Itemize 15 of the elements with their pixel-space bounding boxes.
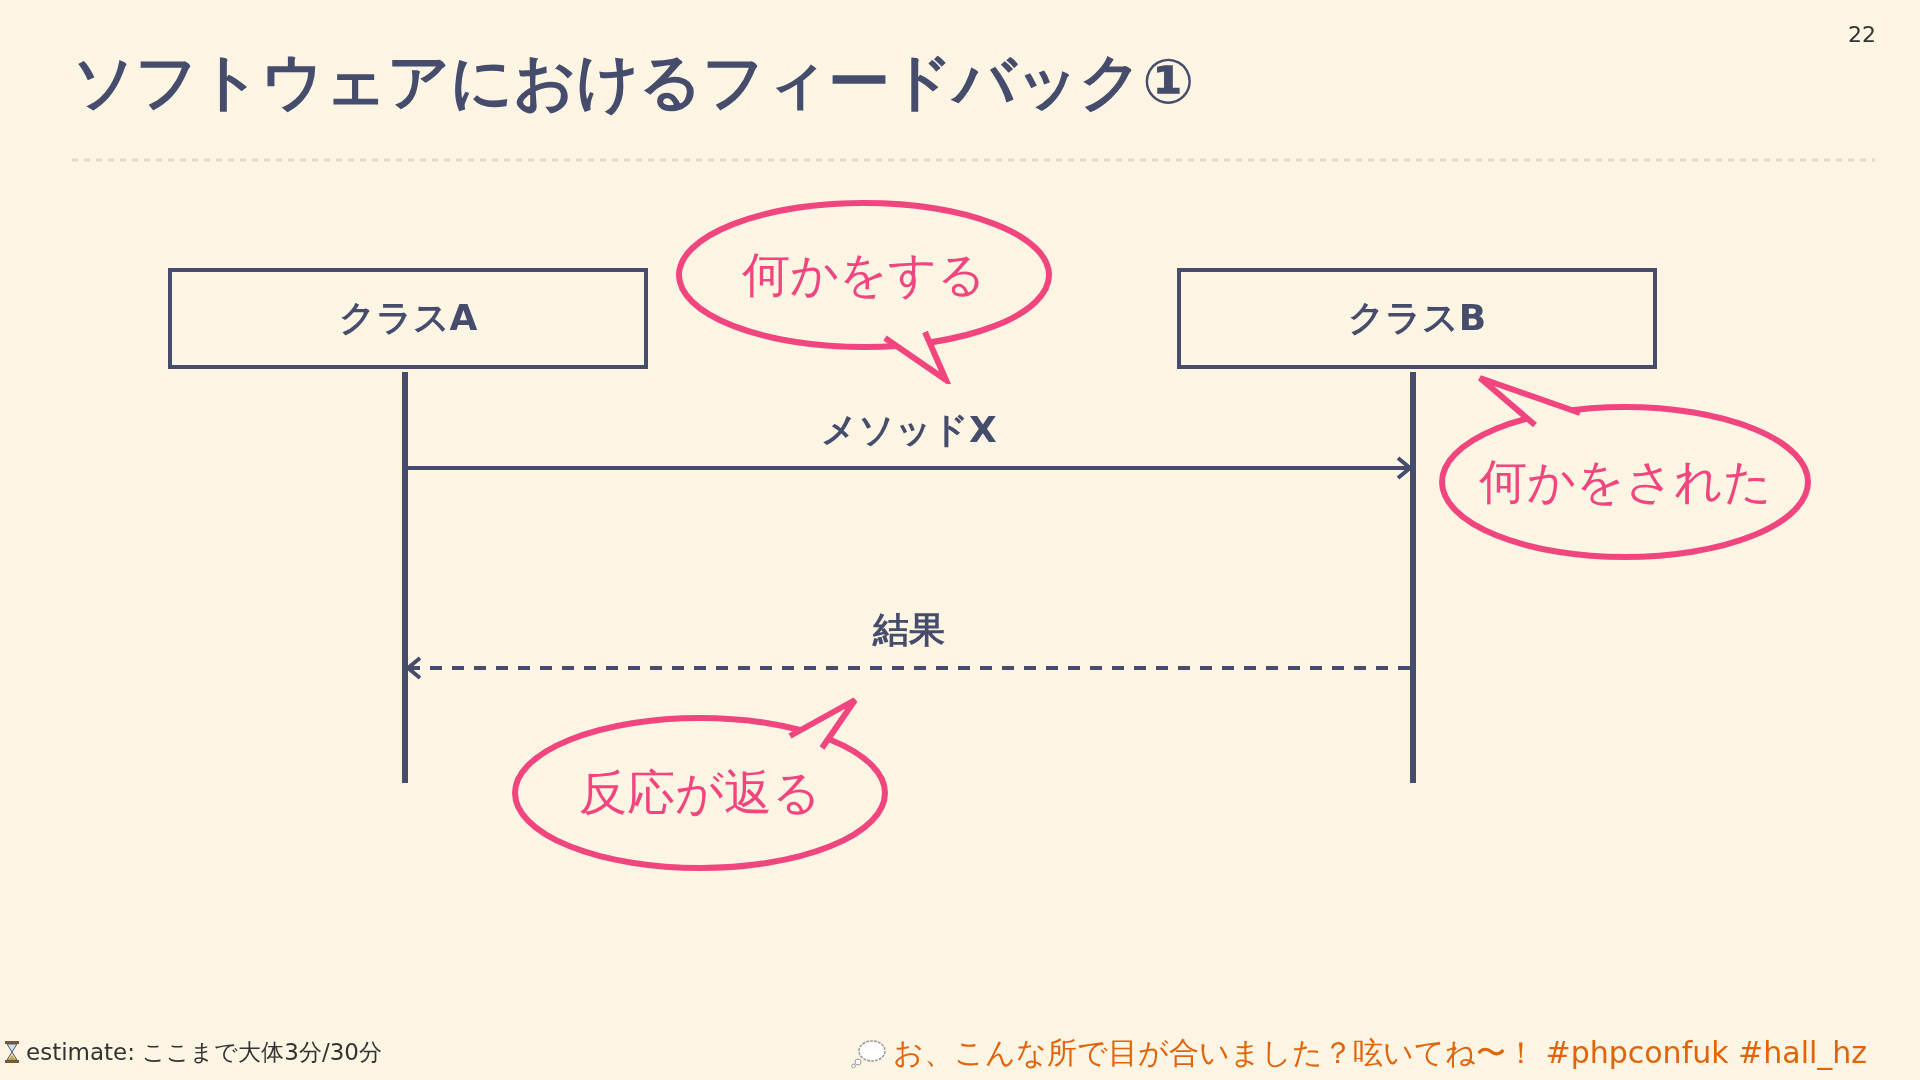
footer-text: お、こんな所で目が合いました？呟いてね〜！ #phpconfuk #hall_hz bbox=[893, 1034, 1868, 1072]
bubble-text: 反応が返る bbox=[579, 763, 821, 822]
bubble-text: 何かをされた bbox=[1478, 452, 1772, 511]
class-box bbox=[168, 268, 648, 369]
lifeline bbox=[1410, 372, 1416, 783]
class-name: クラスB bbox=[1347, 296, 1487, 340]
slide-title: ソフトウェアにおけるフィードバック① bbox=[72, 44, 1195, 120]
arrow bbox=[408, 456, 1412, 480]
bubble-text: 何かをする bbox=[742, 245, 986, 304]
page-number: 22 bbox=[1848, 22, 1876, 47]
class-box bbox=[1177, 268, 1657, 369]
footer-text: estimate: ここまで大体3分/30分 bbox=[26, 1038, 382, 1067]
class-name: クラスA bbox=[338, 296, 478, 340]
dashed-arrow bbox=[406, 656, 1410, 680]
lifeline bbox=[402, 372, 408, 783]
